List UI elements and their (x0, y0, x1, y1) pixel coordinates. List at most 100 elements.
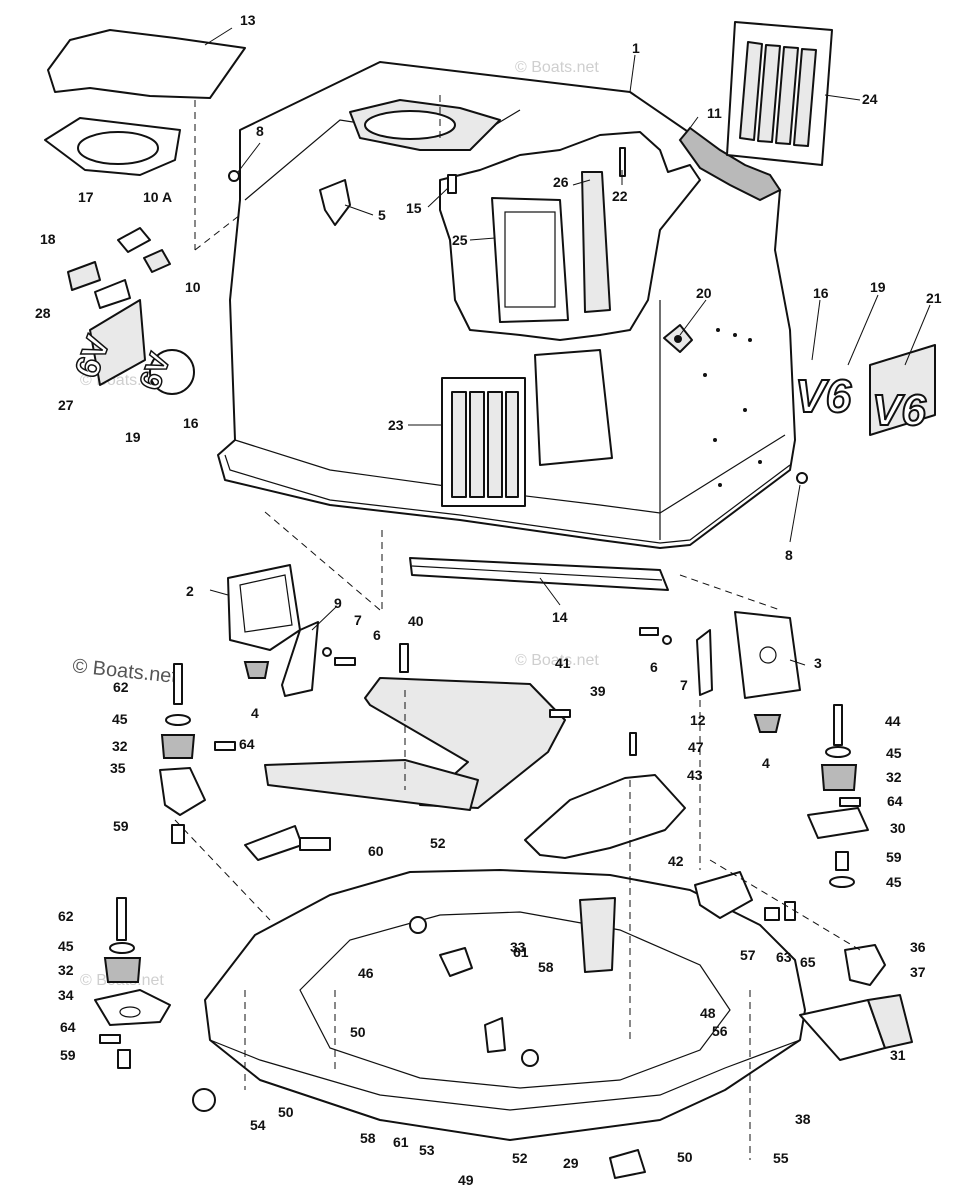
callout-23: 23 (388, 417, 404, 433)
callout-8: 8 (256, 123, 264, 139)
alignment-lines (174, 95, 861, 1160)
bracket-29 (609, 1149, 646, 1179)
callout-3: 3 (814, 655, 822, 671)
callout-29: 29 (563, 1155, 579, 1171)
callout-32: 32 (886, 769, 902, 785)
callout-11: 11 (707, 105, 722, 121)
left-mount-stack-upper (159, 663, 236, 844)
left-mount-stack-lower (94, 897, 171, 1069)
callout-2: 2 (186, 583, 194, 599)
callout-57: 57 (740, 947, 756, 963)
callout-24: 24 (862, 91, 878, 107)
callout-45: 45 (112, 711, 128, 727)
callout-45: 45 (886, 745, 902, 761)
callout-18: 18 (40, 231, 56, 247)
callout-35: 35 (110, 760, 126, 776)
callout-53: 53 (419, 1142, 435, 1158)
grommet-54 (192, 1088, 216, 1112)
callout-1: 1 (632, 40, 640, 56)
watermark-text: © Boats.net (515, 652, 599, 669)
callout-9: 9 (334, 595, 342, 611)
callout-21: 21 (926, 290, 942, 306)
callout-43: 43 (687, 767, 703, 783)
lower-pan (204, 869, 806, 1141)
decals-right: V6 V6 (794, 344, 936, 436)
latch-60 (244, 825, 331, 861)
callout-45: 45 (886, 874, 902, 890)
callout-60: 60 (368, 843, 384, 859)
callout-10: 10 (185, 279, 201, 295)
decal-v6-outline: V6 (795, 370, 852, 422)
clip-53 (484, 1017, 506, 1053)
callout-labels: 1 2 3 4 4 5 6 6 7 7 8 8 9 10 10 A 11 12 … (35, 12, 942, 1188)
bracket-37 (844, 944, 886, 986)
callout-52: 52 (430, 835, 446, 851)
callout-10a: 10 A (143, 189, 172, 205)
callout-50: 50 (278, 1104, 294, 1120)
callout-16: 16 (183, 415, 199, 431)
grille-24 (726, 21, 833, 166)
callout-31: 31 (890, 1047, 906, 1063)
callout-6: 6 (373, 627, 381, 643)
callout-8: 8 (785, 547, 793, 563)
callout-15: 15 (406, 200, 422, 216)
callout-47: 47 (688, 739, 704, 755)
callout-64: 64 (60, 1019, 76, 1035)
callout-16: 16 (813, 285, 829, 301)
callout-54: 54 (250, 1117, 266, 1133)
callout-26: 26 (553, 174, 569, 190)
callout-4: 4 (762, 755, 770, 771)
callout-19: 19 (870, 279, 886, 295)
callout-34: 34 (58, 987, 74, 1003)
seal-41 (264, 677, 566, 811)
bracket-2 (227, 564, 301, 651)
callout-13: 13 (240, 12, 256, 28)
callout-14: 14 (552, 609, 568, 625)
callout-62: 62 (58, 908, 74, 924)
callout-38: 38 (795, 1111, 811, 1127)
callout-41: 41 (555, 655, 571, 671)
callout-33: 33 (510, 939, 526, 955)
callout-6: 6 (650, 659, 658, 675)
callout-64: 64 (239, 736, 255, 752)
callout-61: 61 (393, 1134, 409, 1150)
callout-52: 52 (512, 1150, 528, 1166)
leader-lines (204, 27, 931, 666)
callout-44: 44 (885, 713, 901, 729)
callout-59: 59 (886, 849, 902, 865)
callout-48: 48 (700, 1005, 716, 1021)
callout-37: 37 (910, 964, 926, 980)
callout-7: 7 (680, 677, 688, 693)
callout-50: 50 (677, 1149, 693, 1165)
bracket-43 (524, 774, 686, 859)
callout-4: 4 (251, 705, 259, 721)
callout-32: 32 (58, 962, 74, 978)
callout-5: 5 (378, 207, 386, 223)
motor-cover (217, 61, 796, 549)
callout-39: 39 (590, 683, 606, 699)
callout-55: 55 (773, 1150, 789, 1166)
callout-7: 7 (354, 612, 362, 628)
bracket-12 (696, 629, 713, 696)
bracket-9 (281, 621, 319, 697)
callout-36: 36 (910, 939, 926, 955)
callout-19: 19 (125, 429, 141, 445)
clips-group (67, 227, 171, 309)
watermark-text: © Boats.net (515, 59, 599, 76)
callout-59: 59 (113, 818, 129, 834)
callout-12: 12 (690, 712, 706, 728)
callout-58: 58 (360, 1130, 376, 1146)
decal-v6-filled: V6 (872, 386, 926, 435)
handle-31 (799, 994, 913, 1061)
callout-32: 32 (112, 738, 128, 754)
callout-28: 28 (35, 305, 51, 321)
callout-30: 30 (890, 820, 906, 836)
seal-14 (409, 557, 669, 591)
callout-56: 56 (712, 1023, 728, 1039)
callout-65: 65 (800, 954, 816, 970)
callout-64: 64 (887, 793, 903, 809)
callout-49: 49 (458, 1172, 474, 1188)
callout-27: 27 (58, 397, 74, 413)
callout-40: 40 (408, 613, 424, 629)
